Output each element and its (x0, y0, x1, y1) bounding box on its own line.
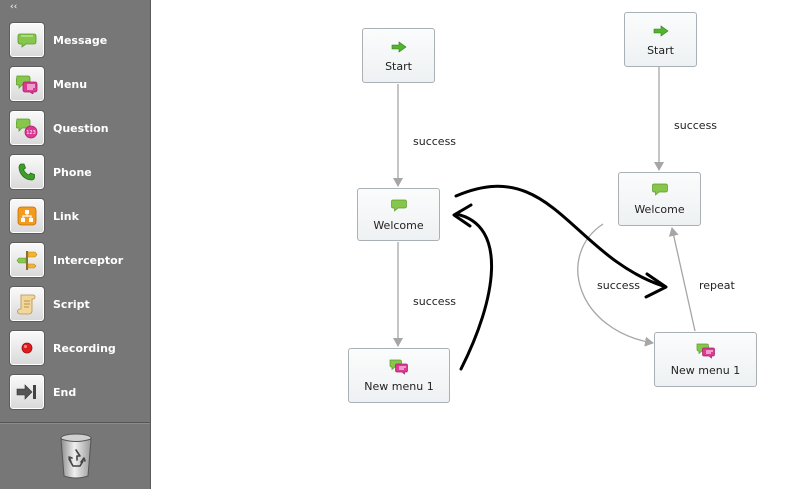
start-arrow-icon (653, 23, 669, 39)
annotation-arrowhead-compare (644, 272, 668, 299)
tool-label: Interceptor (53, 253, 124, 267)
question-badge-text: 123 (26, 130, 36, 136)
trash-bin[interactable] (57, 432, 95, 480)
question-button[interactable]: 123 (9, 110, 45, 146)
script-button[interactable] (9, 286, 45, 322)
tool-script[interactable]: Script (9, 284, 149, 324)
node-label: Welcome (634, 203, 685, 216)
node-start-left[interactable]: Start (362, 28, 435, 83)
tool-phone[interactable]: Phone (9, 152, 149, 192)
flow-canvas[interactable]: Start Welcome New menu 1 success success… (151, 0, 787, 489)
phone-icon (18, 163, 35, 181)
node-menu-right[interactable]: New menu 1 (654, 332, 757, 387)
tool-interceptor[interactable]: Interceptor (9, 240, 149, 280)
toolbox-sidebar: ‹‹ Message Menu 123 Questio (0, 0, 151, 489)
tool-link[interactable]: Link (9, 196, 149, 236)
tool-end[interactable]: End (9, 372, 149, 412)
message-bubble-icon (17, 33, 37, 48)
tool-label: Menu (53, 77, 88, 91)
tool-menu[interactable]: Menu (9, 64, 149, 104)
tool-label: Message (53, 33, 108, 47)
flow-connections (393, 67, 696, 371)
interceptor-button[interactable] (9, 242, 45, 278)
node-label: New menu 1 (364, 379, 434, 393)
edge-label-success: success (413, 135, 457, 148)
end-arrow-icon (16, 384, 36, 400)
link-icon (17, 206, 37, 226)
end-button[interactable] (9, 374, 45, 410)
node-label: Start (385, 59, 412, 73)
annotation-arrowhead-loop (452, 203, 473, 228)
node-menu-left[interactable]: New menu 1 (348, 348, 450, 403)
menu-bubbles-icon (696, 343, 716, 359)
edge-label-success: success (597, 279, 641, 292)
tool-label: Link (53, 209, 79, 223)
link-button[interactable] (9, 198, 45, 234)
edge-menu-to-welcome-right (668, 227, 696, 332)
question-bubble-icon: 123 (16, 118, 38, 139)
node-start-right[interactable]: Start (624, 12, 697, 67)
start-arrow-icon (391, 39, 407, 55)
message-bubble-icon (390, 198, 407, 214)
menu-bubbles-icon (16, 75, 38, 94)
node-welcome-right[interactable]: Welcome (618, 172, 701, 226)
node-label: New menu 1 (670, 363, 741, 377)
edge-label-success: success (413, 295, 457, 308)
signpost-icon (16, 251, 38, 270)
menu-bubbles-icon (389, 359, 409, 375)
recording-button[interactable] (9, 330, 45, 366)
annotation-arrow-compare (454, 184, 665, 288)
message-bubble-icon (651, 182, 668, 198)
annotation-arrow-loop (454, 212, 494, 371)
node-welcome-left[interactable]: Welcome (357, 188, 440, 241)
edge-label-success: success (674, 119, 718, 132)
edge-label-repeat: repeat (699, 279, 735, 292)
scroll-icon (17, 294, 36, 315)
sidebar-divider (0, 422, 150, 423)
tool-question[interactable]: 123 Question (9, 108, 149, 148)
tool-label: Question (53, 121, 109, 135)
tool-recording[interactable]: Recording (9, 328, 149, 368)
phone-button[interactable] (9, 154, 45, 190)
tool-label: End (53, 385, 77, 399)
tool-label: Recording (53, 341, 116, 355)
node-label: Welcome (373, 218, 424, 232)
collapse-sidebar-button[interactable]: ‹‹ (10, 2, 18, 12)
tool-message[interactable]: Message (9, 20, 149, 60)
tool-label: Script (53, 297, 90, 311)
recycle-bin-icon (60, 433, 92, 479)
tool-label: Phone (53, 165, 92, 179)
menu-button[interactable] (9, 66, 45, 102)
message-button[interactable] (9, 22, 45, 58)
node-label: Start (647, 43, 674, 57)
record-icon (21, 342, 33, 354)
